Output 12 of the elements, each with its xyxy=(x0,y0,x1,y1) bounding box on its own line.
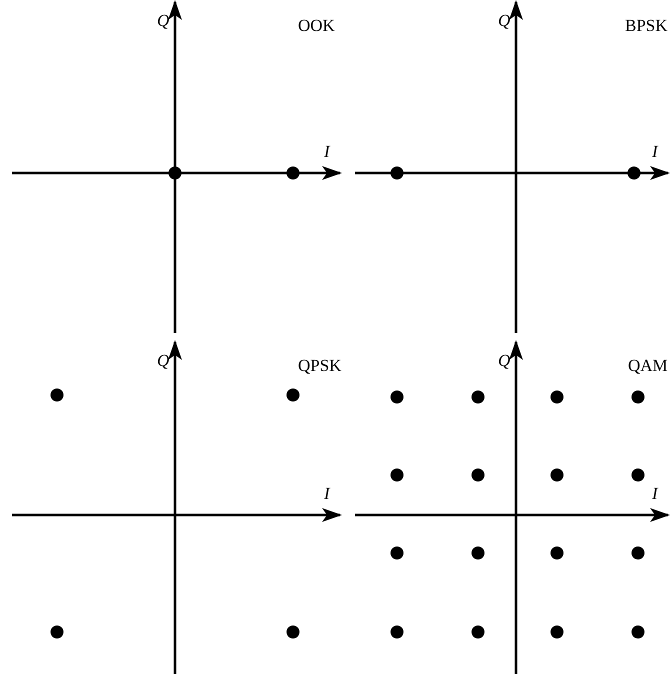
axis-label: Q xyxy=(498,352,510,369)
axis-label: Q xyxy=(157,352,170,369)
axis-label: I xyxy=(324,485,330,502)
axis-label: Q xyxy=(498,12,510,29)
scheme-label: QPSK xyxy=(298,357,342,374)
axis-label: I xyxy=(324,143,330,160)
axis-label: Q xyxy=(157,12,170,29)
axis-label: I xyxy=(652,485,658,502)
scheme-label: QAM xyxy=(628,357,668,374)
scheme-label: OOK xyxy=(298,17,335,34)
axis-label: I xyxy=(652,143,658,160)
scheme-label: BPSK xyxy=(625,17,668,34)
